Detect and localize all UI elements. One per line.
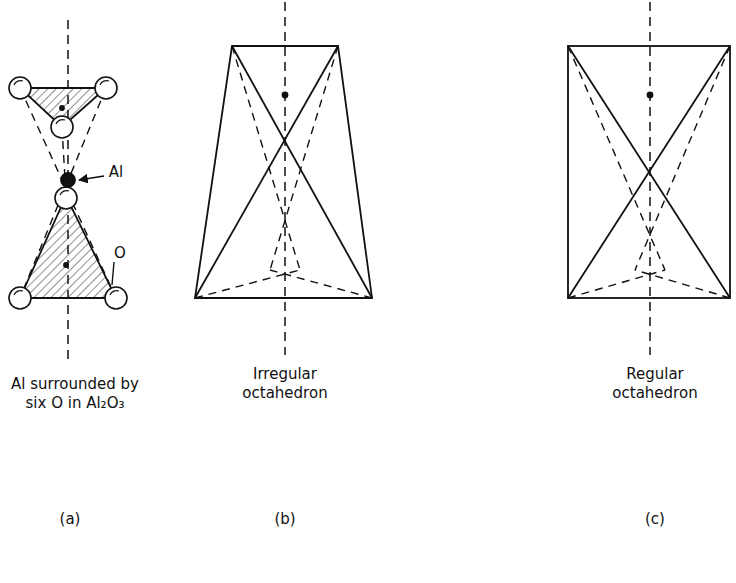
panel-letter: (c) <box>630 510 680 529</box>
aluminium-atom <box>61 173 75 187</box>
bottom-triangle <box>20 196 116 298</box>
oxygen-atoms <box>9 77 127 309</box>
panel-letter: (a) <box>45 510 95 529</box>
irregular-octahedron <box>195 46 372 298</box>
atom-label: Al <box>101 163 131 182</box>
figure-caption: Irregular octahedron <box>230 365 340 403</box>
figure-caption: Regular octahedron <box>600 365 710 403</box>
leader-line <box>79 176 104 180</box>
panel-letter: (b) <box>260 510 310 529</box>
figure-caption: Al surrounded by six O in Al₂O₃ <box>5 375 145 413</box>
leader-line <box>112 262 114 285</box>
axis <box>284 2 286 355</box>
axis <box>649 2 651 355</box>
atom-label: O <box>105 244 135 263</box>
regular-octahedron <box>568 46 730 298</box>
